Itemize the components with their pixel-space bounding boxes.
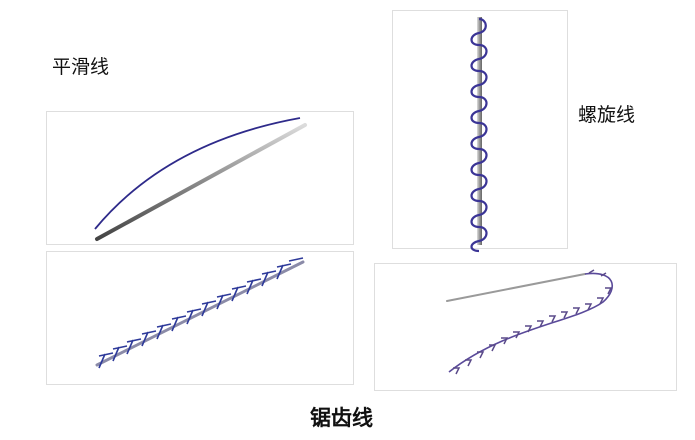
barbed-thread-straight-panel <box>46 251 354 385</box>
barbed-thread-u-illustration <box>446 269 613 375</box>
smooth-thread-label: 平滑线 <box>52 56 110 78</box>
smooth-thread-illustration <box>94 117 307 241</box>
barbed-thread-label: 锯齿线 <box>310 405 373 430</box>
spiral-thread-panel <box>392 10 568 253</box>
barbed-thread-straight-illustration <box>95 257 305 369</box>
smooth-thread-panel <box>46 111 354 245</box>
spiral-thread-label: 螺旋线 <box>578 104 636 126</box>
spiral-thread-illustration <box>470 17 488 253</box>
barbed-thread-u-panel <box>374 263 677 391</box>
